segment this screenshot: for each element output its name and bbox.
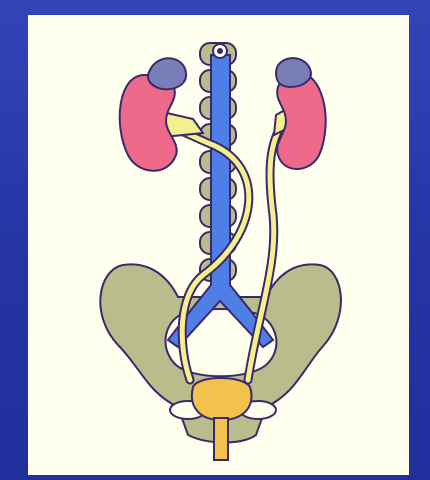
urinary-system-diagram: [28, 15, 409, 475]
adrenal-gland-right: [276, 58, 311, 87]
bladder: [192, 378, 252, 420]
vessel-lumen-inner: [217, 48, 223, 54]
diagram-panel: [28, 15, 409, 475]
adrenal-gland-left: [148, 58, 186, 89]
urethra: [214, 418, 228, 460]
